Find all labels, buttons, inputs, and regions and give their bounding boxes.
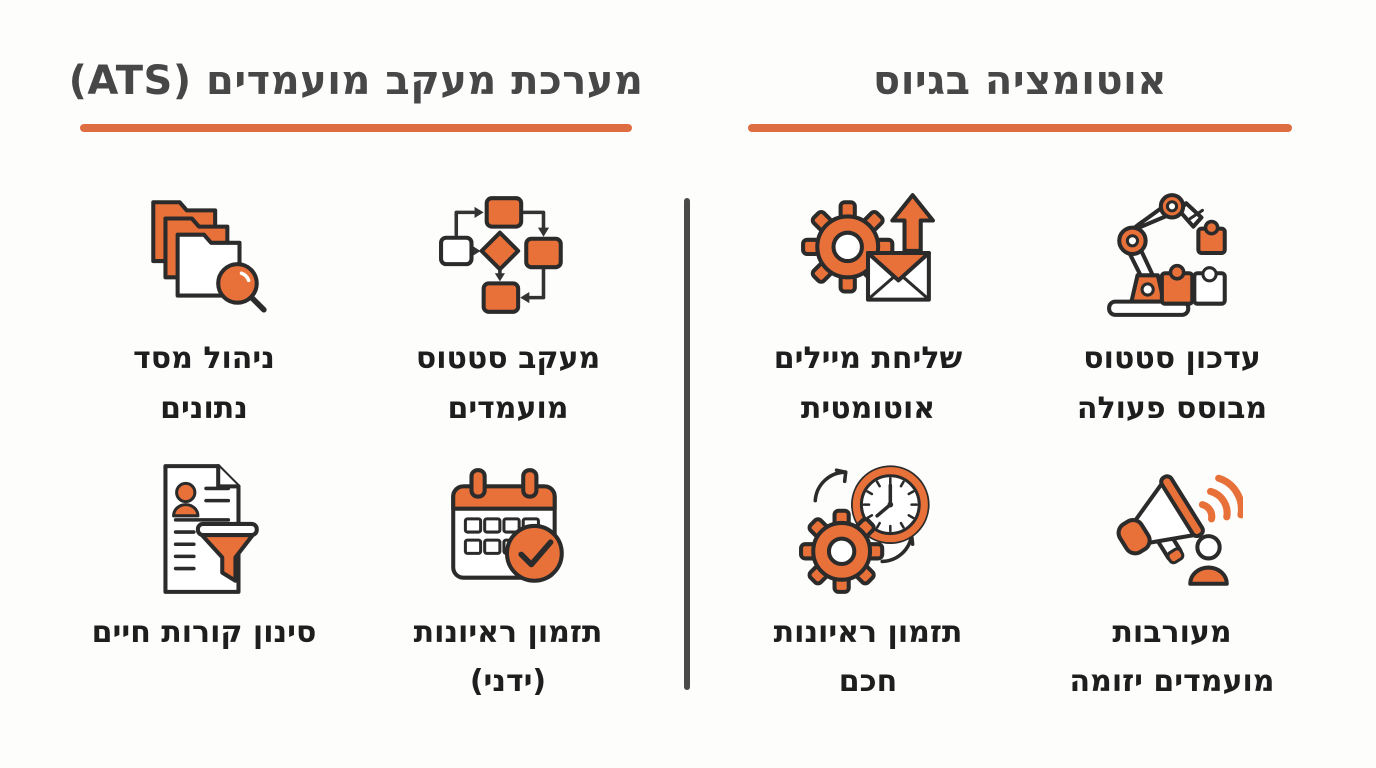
item-interview-scheduling-manual: תזמון ראיונות (ידני) xyxy=(358,458,658,708)
item-label: ניהול מסד נתונים xyxy=(133,341,275,426)
ats-items-grid: ניהול מסד נתונים xyxy=(54,184,658,707)
megaphone-person-icon xyxy=(1116,473,1243,586)
item-label: מעקב סטטוס מועמדים xyxy=(415,341,601,426)
item-label: תזמון ראיונות חכם xyxy=(773,614,963,700)
calendar-check-icon xyxy=(451,467,564,583)
robot-arm-puzzle-icon xyxy=(1107,193,1227,317)
column-divider xyxy=(684,198,690,690)
automation-section-title: אוטומציה בגיוס xyxy=(873,58,1167,104)
item-label: תזמון ראיונות (ידני) xyxy=(413,614,603,700)
item-automatic-emails: שליחת מיילים אוטומטית xyxy=(718,184,1018,434)
item-label: שליחת מיילים אוטומטית xyxy=(773,341,963,426)
item-candidate-engagement: מעורבות מועמדים יזומה xyxy=(1022,458,1322,708)
item-status-tracking: מעקב סטטוס מועמדים xyxy=(358,184,658,434)
gear-clock-icon xyxy=(799,464,930,594)
item-label: מעורבות מועמדים יזומה xyxy=(1069,614,1275,700)
item-cv-filtering: סינון קורות חיים xyxy=(54,458,354,708)
item-action-status-update: עדכון סטטוס מבוסס פעולה xyxy=(1022,184,1322,434)
item-interview-scheduling-smart: תזמון ראיונות חכם xyxy=(718,458,1018,708)
cv-filter-icon xyxy=(163,463,259,594)
gear-mail-icon xyxy=(801,193,935,302)
ats-title-underline xyxy=(80,124,632,132)
item-database-management: ניהול מסד נתונים xyxy=(54,184,354,434)
ats-section: מערכת מעקב מועמדים (ATS) ניהול מסד נתוני… xyxy=(54,58,658,707)
automation-items-grid: שליחת מיילים אוטומטית xyxy=(718,184,1322,707)
folders-search-icon xyxy=(151,200,267,313)
automation-title-underline xyxy=(748,124,1292,132)
automation-section: אוטומציה בגיוס xyxy=(718,58,1322,707)
item-label: סינון קורות חיים xyxy=(91,614,317,650)
flowchart-icon xyxy=(439,196,563,314)
item-label: עדכון סטטוס מבוסס פעולה xyxy=(1076,341,1268,426)
ats-section-title: מערכת מעקב מועמדים (ATS) xyxy=(68,58,644,104)
